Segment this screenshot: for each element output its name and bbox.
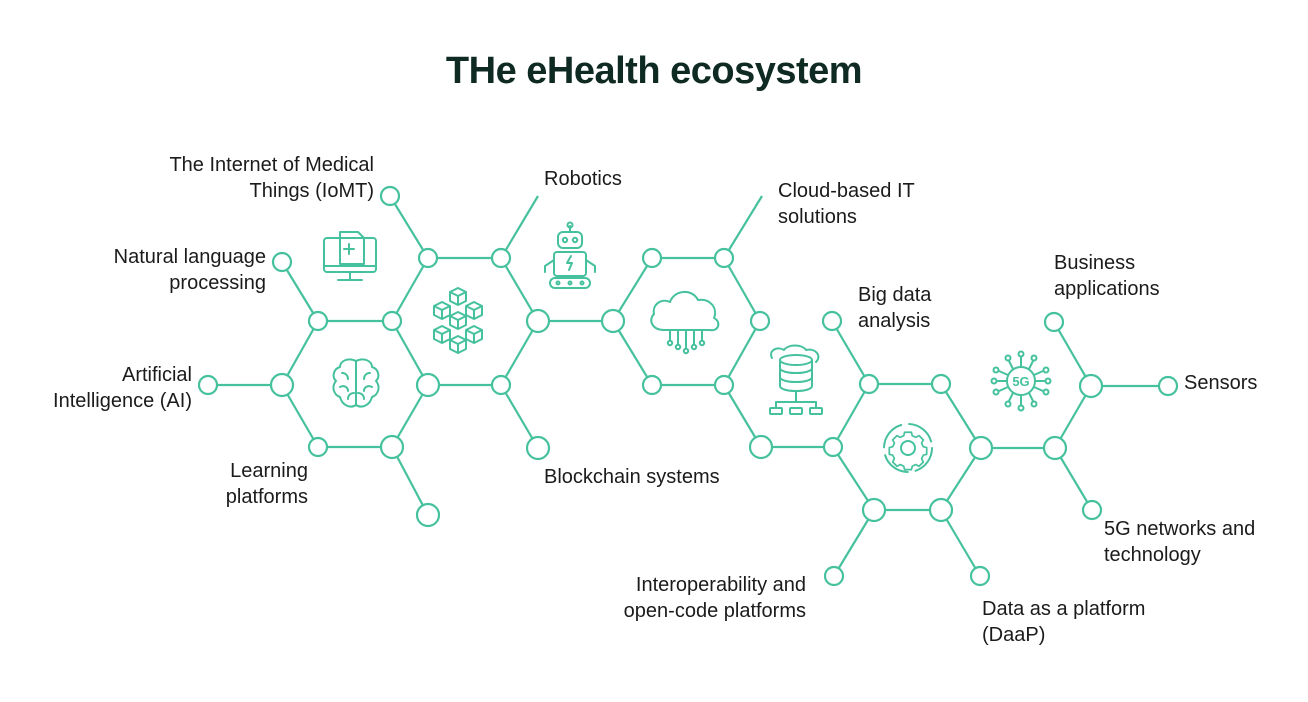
gear-icon [883, 423, 933, 473]
end-node [821, 310, 843, 332]
edge [723, 320, 761, 386]
label-iomt: The Internet of Medical Things (IoMT) [169, 154, 374, 202]
node [381, 310, 403, 332]
end-node [823, 565, 845, 587]
node [713, 374, 735, 396]
label-learning: Learning platforms [225, 460, 308, 508]
node [748, 434, 774, 460]
node [861, 497, 887, 523]
network-nodes [197, 185, 1179, 587]
node [379, 434, 405, 460]
edge [940, 509, 981, 577]
edge [940, 447, 982, 511]
end-node [969, 565, 991, 587]
edge [281, 320, 319, 386]
label-business: Business applications [1054, 252, 1160, 300]
node [930, 373, 952, 395]
edge [831, 320, 870, 385]
node [822, 436, 844, 458]
edge [391, 446, 429, 516]
node [307, 310, 329, 332]
edge [389, 195, 429, 259]
node [749, 310, 771, 332]
brain-icon [332, 358, 380, 408]
label-nlp: Natural language processing [113, 246, 266, 294]
node [713, 247, 735, 269]
label-robotics: Robotics [544, 168, 622, 190]
edge [1053, 321, 1092, 387]
edge [500, 320, 539, 386]
edge [723, 257, 761, 322]
end-node [271, 251, 293, 273]
edge [832, 383, 870, 448]
database-cloud-icon [769, 344, 823, 415]
blockchain-cubes-icon [433, 287, 483, 354]
node [968, 435, 994, 461]
end-node [1043, 311, 1065, 333]
edge [281, 261, 319, 322]
end-node [197, 374, 219, 396]
end-node [525, 435, 551, 461]
edge [940, 383, 982, 449]
edge [833, 509, 875, 577]
node [600, 308, 626, 334]
page-title: THe eHealth ecosystem [445, 50, 863, 92]
label-interop: Interoperability and open-code platforms [623, 574, 806, 622]
edge [391, 257, 429, 322]
node [415, 372, 441, 398]
edge [832, 446, 875, 511]
label-daap: Data as a platform (DaaP) [982, 598, 1146, 646]
label-bigdata: Big data analysis [858, 284, 932, 332]
node [1042, 435, 1068, 461]
node [269, 372, 295, 398]
medical-monitor-icon [323, 231, 377, 281]
robot-icon [544, 221, 596, 289]
node [1078, 373, 1104, 399]
label-ai: Artificial Intelligence (AI) [53, 364, 192, 412]
node [307, 436, 329, 458]
end-node [1157, 375, 1179, 397]
edge [500, 384, 539, 449]
node [858, 373, 880, 395]
label-sensors: Sensors [1184, 372, 1258, 394]
node [525, 308, 551, 334]
5g-chip-text: 5G [1012, 374, 1029, 389]
edge [391, 320, 429, 386]
end-node [1081, 499, 1103, 521]
edge [723, 195, 763, 259]
node [641, 247, 663, 269]
5g-chip-icon: 5G [990, 350, 1052, 412]
label-5g: 5G networks and technology [1104, 518, 1256, 566]
label-cloud: Cloud-based IT solutions [778, 180, 915, 228]
end-node [415, 502, 441, 528]
node [490, 247, 512, 269]
node [928, 497, 954, 523]
edge [612, 320, 653, 386]
edge [500, 195, 539, 259]
node [641, 374, 663, 396]
label-blockchain: Blockchain systems [544, 466, 720, 488]
node [417, 247, 439, 269]
end-node [379, 185, 401, 207]
cloud-network-icon [650, 291, 720, 355]
edge [500, 257, 539, 322]
node [490, 374, 512, 396]
edge [612, 257, 653, 322]
